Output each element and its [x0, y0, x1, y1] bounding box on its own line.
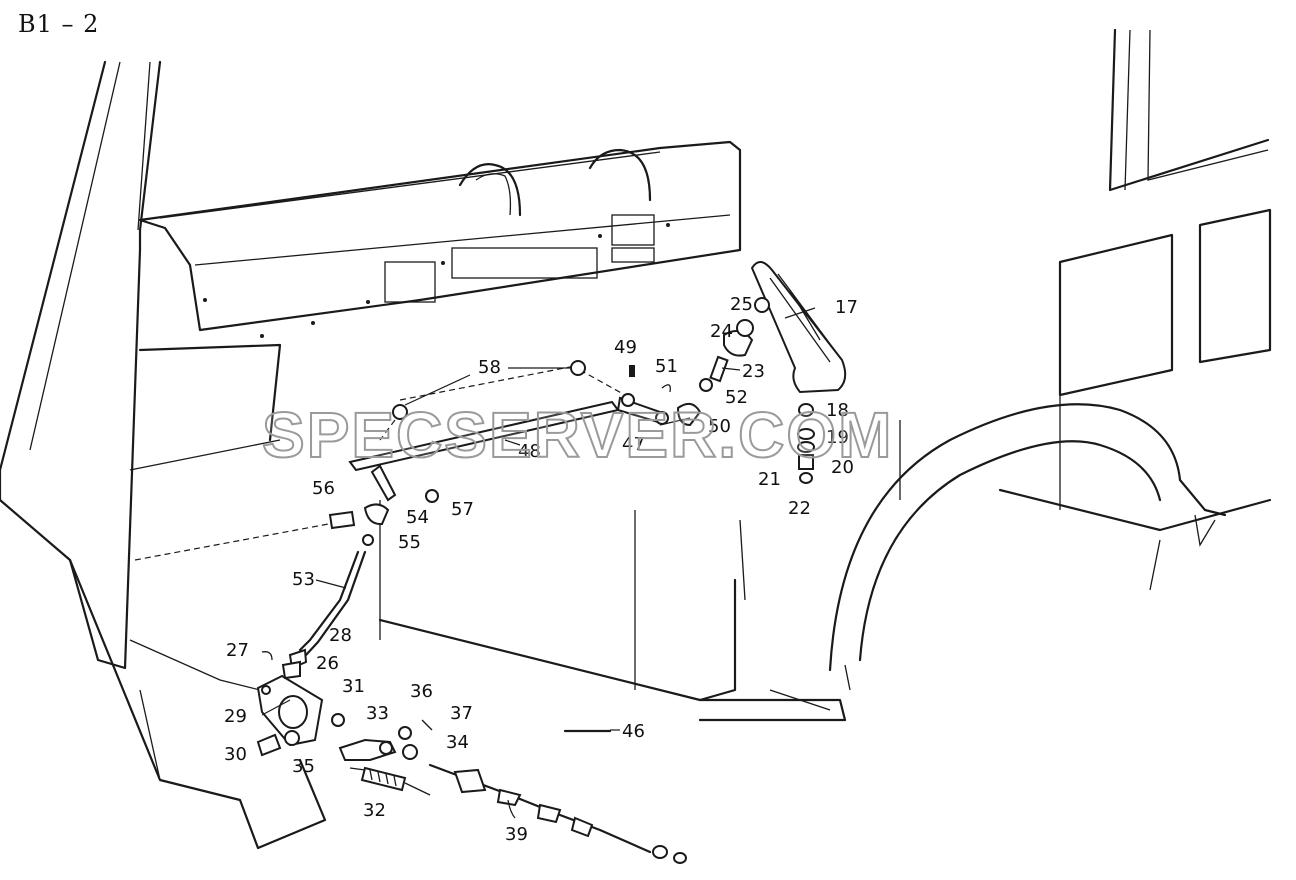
callout-37: 37	[450, 703, 473, 724]
callout-19: 19	[826, 427, 849, 448]
sheet-title: B1 – 2	[18, 10, 100, 38]
callout-53: 53	[292, 569, 315, 590]
floor-panel	[129, 439, 847, 722]
callout-34: 34	[446, 732, 469, 753]
callout-52: 52	[725, 387, 748, 408]
linkage-rod	[298, 489, 439, 657]
callout-58: 58	[478, 357, 501, 378]
callout-35: 35	[292, 756, 315, 777]
lower-mechanism	[338, 719, 433, 796]
callout-48: 48	[518, 441, 541, 462]
callout-46: 46	[622, 721, 645, 742]
callout-labels: 17 18 19 20 21 22 23 24 25 26 27 28 29 3…	[224, 294, 858, 845]
callout-36: 36	[410, 681, 433, 702]
pivot-assembly	[699, 319, 754, 392]
callout-27: 27	[226, 640, 249, 661]
callout-29: 29	[224, 706, 247, 727]
callout-26: 26	[316, 653, 339, 674]
wheel-arch	[828, 403, 1227, 691]
callout-55: 55	[398, 532, 421, 553]
callout-30: 30	[224, 744, 247, 765]
callout-17: 17	[835, 297, 858, 318]
bushing-stack	[797, 403, 815, 484]
cab-right-side	[899, 28, 1272, 591]
callout-33: 33	[366, 703, 389, 724]
callout-56: 56	[312, 478, 335, 499]
dashboard	[138, 140, 742, 442]
callout-54: 54	[406, 507, 429, 528]
lower-bracket	[256, 648, 345, 757]
callout-24: 24	[710, 321, 733, 342]
callout-25: 25	[730, 294, 753, 315]
callout-22: 22	[788, 498, 811, 519]
callout-21: 21	[758, 469, 781, 490]
callout-51: 51	[655, 356, 678, 377]
callout-32: 32	[363, 800, 386, 821]
throttle-cable	[428, 763, 687, 864]
callout-57: 57	[451, 499, 474, 520]
callout-39: 39	[505, 824, 528, 845]
callout-20: 20	[831, 457, 854, 478]
callout-28: 28	[329, 625, 352, 646]
callout-31: 31	[342, 676, 365, 697]
callout-47: 47	[622, 434, 645, 455]
callout-50: 50	[708, 416, 731, 437]
callout-49: 49	[614, 337, 637, 358]
accelerator-pedal	[750, 261, 847, 394]
cross-shaft	[348, 360, 702, 502]
leader-lines	[261, 307, 816, 819]
callout-23: 23	[742, 361, 765, 382]
callout-18: 18	[826, 400, 849, 421]
